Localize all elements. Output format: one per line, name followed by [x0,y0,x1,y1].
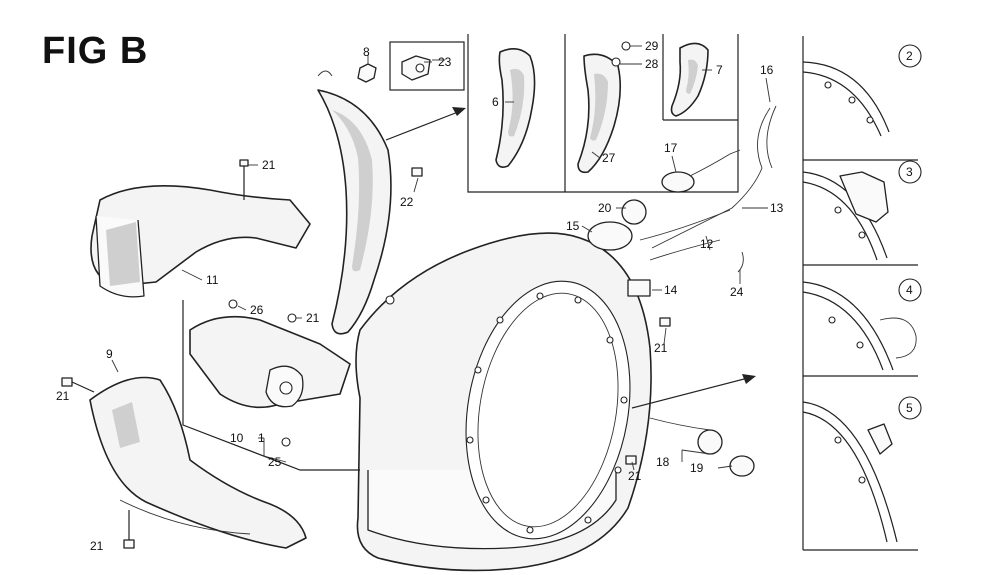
callout-22: 22 [400,195,414,209]
fan-housing [355,232,652,572]
callout-21: 21 [306,311,320,325]
bracket-assembly [182,300,360,471]
callout-18: 18 [656,455,670,469]
callout-1: 1 [258,431,265,445]
callout-25: 25 [268,455,282,469]
detail-badge-2: 2 [906,49,913,63]
callout-21: 21 [262,158,276,172]
callout-29: 29 [645,39,659,53]
detail-column [802,36,922,551]
detail-badge-3: 3 [906,165,913,179]
inset-box-23 [389,41,465,91]
callout-21: 21 [90,539,104,553]
callout-15: 15 [566,219,580,233]
callout-6: 6 [492,95,499,109]
curved-shroud [317,70,392,335]
detail-badge-4: 4 [906,283,913,297]
callout-14: 14 [664,283,678,297]
inset-box-guides [467,34,741,193]
clip-8 [357,55,377,83]
bolts [61,159,671,549]
callout-9: 9 [106,347,113,361]
callout-20: 20 [598,201,612,215]
callout-21: 21 [654,341,668,355]
callout-24: 24 [730,285,744,299]
callout-23: 23 [438,55,452,69]
callout-16: 16 [760,63,774,77]
leader-lines [111,45,771,471]
lower-cover [89,376,307,549]
callout-17: 17 [664,141,678,155]
callout-21: 21 [56,389,70,403]
callout-28: 28 [645,57,659,71]
callout-19: 19 [690,461,704,475]
upper-cover [90,184,311,298]
wiring [587,105,777,477]
callout-21: 21 [628,469,642,483]
pointer-arrows [385,107,756,409]
callout-labels: 8 23 6 29 28 7 27 16 17 21 22 11 20 13 1… [56,39,784,553]
callout-26: 26 [250,303,264,317]
callout-12: 12 [700,237,714,251]
callout-10: 10 [230,431,244,445]
callout-11: 11 [206,273,219,287]
callout-27: 27 [602,151,616,165]
figure-title: FIG B [42,30,149,72]
callout-8: 8 [363,45,370,59]
callout-7: 7 [716,63,723,77]
detail-badges: 2 3 4 5 [906,49,913,415]
callout-13: 13 [770,201,784,215]
detail-badge-5: 5 [906,401,913,415]
